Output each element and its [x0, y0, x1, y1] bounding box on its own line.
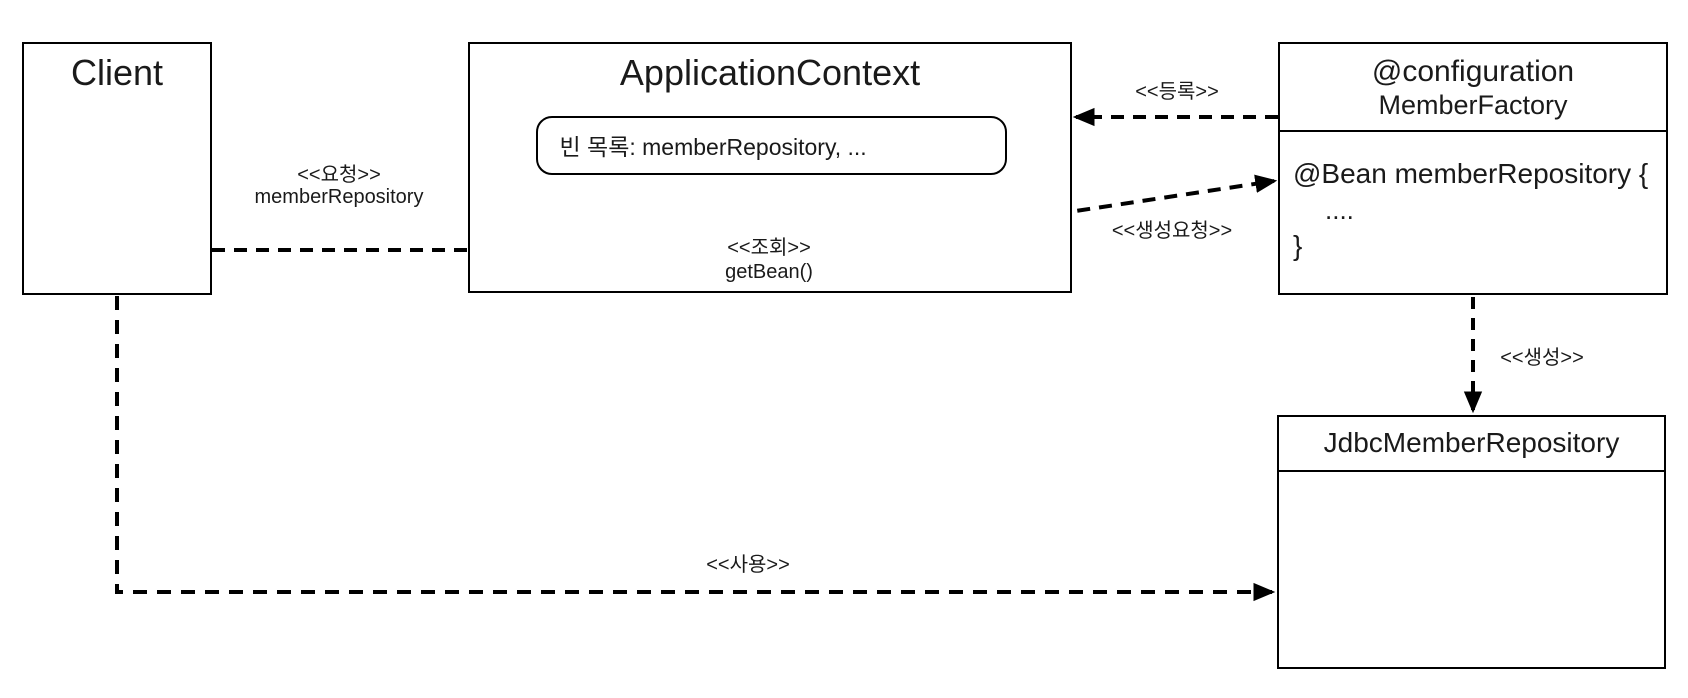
bean-method-close: } — [1293, 229, 1303, 261]
lookup-detail: getBean() — [725, 261, 813, 283]
bean-list-box: 빈 목록: memberRepository, ... — [535, 115, 1007, 175]
jdbc-member-repository-box: JdbcMemberRepository — [1277, 415, 1666, 669]
client-title: Client — [70, 52, 164, 93]
create-request-arrow-label: <<생성요청>> — [1112, 220, 1232, 242]
register-arrow-label: <<등록>> — [1135, 81, 1219, 103]
bean-method-open: @Bean memberRepository { — [1293, 157, 1649, 189]
configuration-annotation: @configuration — [1371, 54, 1575, 88]
request-stereotype: <<요청>> — [297, 164, 381, 186]
register-stereotype: <<등록>> — [1135, 81, 1219, 103]
member-factory-body: @Bean memberRepository { .... } — [1280, 132, 1666, 264]
create-arrow-label: <<생성>> — [1500, 347, 1584, 369]
create-request-stereotype: <<생성요청>> — [1111, 220, 1233, 242]
use-arrow-line — [115, 296, 1276, 602]
create-stereotype: <<생성>> — [1500, 347, 1584, 369]
bean-method-body: .... — [1325, 194, 1354, 225]
request-arrow-label: <<요청>> memberRepository — [255, 164, 424, 208]
use-arrow-label: <<사용>> — [706, 554, 790, 576]
member-factory-box: @configuration MemberFactory @Bean membe… — [1278, 42, 1668, 295]
lookup-stereotype: <<조회>> — [727, 237, 811, 259]
jdbc-member-repository-header: JdbcMemberRepository — [1279, 417, 1664, 472]
bean-list-text: 빈 목록: memberRepository, ... — [559, 134, 867, 160]
application-context-box: ApplicationContext 빈 목록: memberRepositor… — [468, 42, 1072, 293]
request-detail: memberRepository — [254, 186, 424, 208]
member-factory-name: MemberFactory — [1378, 89, 1568, 120]
application-context-title: ApplicationContext — [619, 52, 921, 93]
member-factory-header: @configuration MemberFactory — [1280, 44, 1666, 132]
client-box: Client — [22, 42, 212, 295]
use-stereotype: <<사용>> — [706, 554, 790, 576]
lookup-arrow-label: <<조회>> getBean() — [725, 236, 813, 284]
jdbc-member-repository-title: JdbcMemberRepository — [1323, 427, 1620, 459]
